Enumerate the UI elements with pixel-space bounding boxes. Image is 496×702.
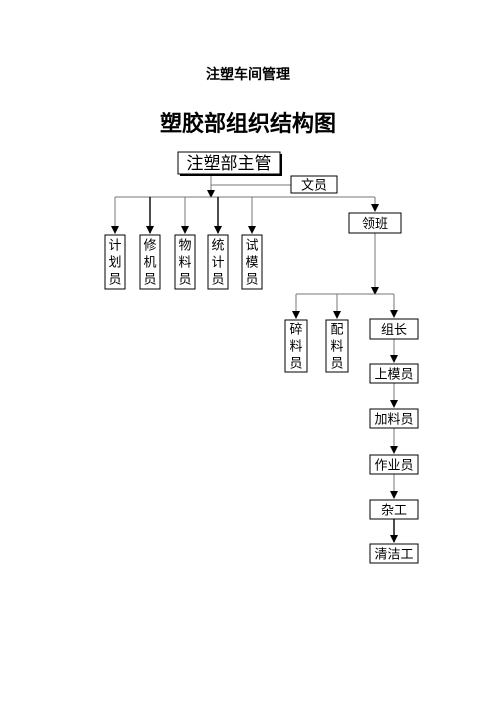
node-trial-label: 试模员 [245,239,258,288]
node-planner-label: 计划员 [108,239,121,288]
node-operator: 作业员 [369,454,419,475]
node-feeder-label: 加料员 [374,413,413,428]
node-trial-box [241,234,263,290]
node-handyman: 杂工 [369,499,419,520]
node-clerk-label: 文员 [301,179,327,194]
node-operator-label: 作业员 [374,459,413,474]
node-leader-box [348,212,402,234]
node-planner: 计划员 [104,234,126,290]
node-material: 物料员 [174,234,196,290]
node-crusher-label: 碎料员 [289,323,302,372]
node-group-leader-box [369,318,419,340]
chart-title: 塑胶部组织结构图 [159,112,336,137]
node-stats-label: 统计员 [211,239,224,288]
node-mold-loader: 上模员 [369,363,419,384]
node-material-box [174,234,196,290]
node-head: 注塑部主管 [177,151,282,176]
node-handyman-label: 杂工 [381,504,407,519]
node-clerk: 文员 [290,175,338,194]
node-mold-loader-label: 上模员 [374,368,413,383]
node-cleaner: 清洁工 [369,543,419,564]
node-stats: 统计员 [207,234,229,290]
node-material-label: 物料员 [178,239,191,288]
node-leader: 领班 [348,212,402,234]
node-operator-box [369,454,419,475]
connectors [111,174,398,543]
node-leader-label: 领班 [362,217,388,232]
node-crusher: 碎料员 [284,319,308,373]
node-group-leader-label: 组长 [381,323,407,338]
node-repair-box [139,234,161,290]
node-cleaner-label: 清洁工 [374,548,413,563]
node-clerk-box [290,175,338,194]
node-mixer-label: 配料员 [330,323,343,372]
node-mixer: 配料员 [325,319,349,373]
node-stats-box [207,234,229,290]
node-mixer-box [325,319,349,373]
node-head-box [177,151,281,175]
page-heading: 注塑车间管理 [206,67,290,83]
node-feeder-box [369,408,419,429]
node-feeder: 加料员 [369,408,419,429]
node-head-label: 注塑部主管 [187,154,272,174]
node-group-leader: 组长 [369,318,419,340]
node-planner-box [104,234,126,290]
node-repair-label: 修机员 [143,239,156,288]
node-cleaner-box [369,543,419,564]
node-trial: 试模员 [241,234,263,290]
node-handyman-box [369,499,419,520]
node-crusher-box [284,319,308,373]
node-mold-loader-box [369,363,419,384]
node-repair: 修机员 [139,234,161,290]
